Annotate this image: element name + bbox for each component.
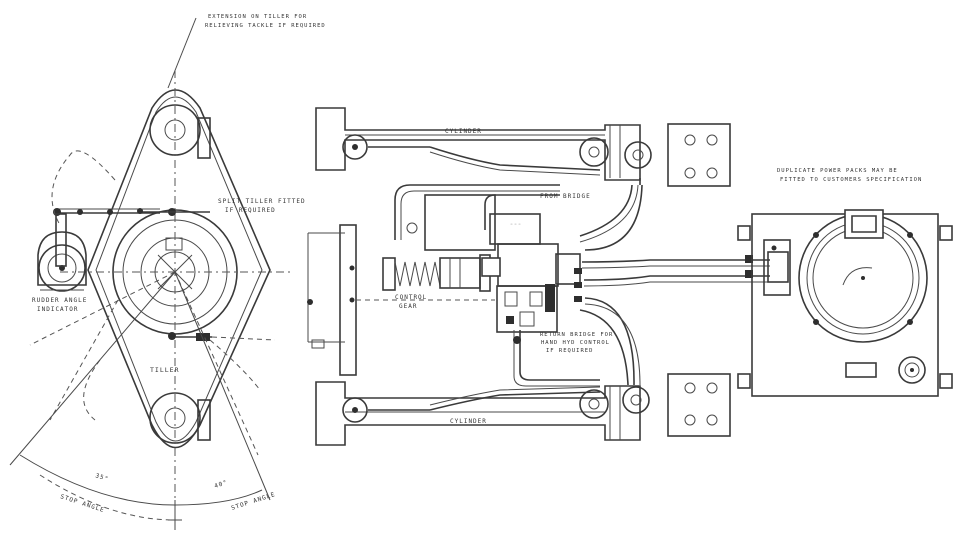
- power-pack-housing: [751, 213, 939, 397]
- tiller-assembly: EXTENSION ON TILLER FOR RELIEVING TACKLE…: [9, 14, 326, 530]
- control-gear: ◦◦◦ CONTROL GEAR: [307, 194, 582, 376]
- rudder-indicator-label-line2: INDICATOR: [37, 306, 79, 313]
- rudder-angle-indicator: RUDDER ANGLE INDICATOR: [32, 213, 87, 313]
- stop-angle-right-value: 40°: [213, 479, 228, 490]
- cylinder-top-label: CYLINDER: [445, 128, 482, 135]
- tiller-label: TILLER: [150, 366, 179, 374]
- from-bridge-label: FROM BRIDGE: [540, 193, 591, 200]
- rudder-indicator-label-line1: RUDDER ANGLE: [32, 297, 87, 304]
- stop-angle-ray-right: [174, 271, 271, 501]
- stop-angle-arc: [19, 454, 263, 506]
- extension-leader-line: [167, 17, 197, 89]
- extension-note-line1: EXTENSION ON TILLER FOR: [208, 14, 307, 20]
- cylinder-bottom-label: CYLINDER: [450, 418, 487, 425]
- control-gear-label-line1: CONTROL: [395, 294, 427, 301]
- hand-control-label-line3: IF REQUIRED: [546, 348, 593, 354]
- extension-note-line2: RELIEVING TACKLE IF REQUIRED: [205, 23, 326, 29]
- hand-control-label-line2: HAND HYD CONTROL: [541, 340, 610, 346]
- stop-angle-right-label: STOP ANGLE: [230, 491, 276, 512]
- duplicate-note-line2: FITTED TO CUSTOMERS SPECIFICATION: [780, 177, 922, 183]
- top-cylinder: CYLINDER: [315, 107, 731, 187]
- power-pack: DUPLICATE POWER PACKS MAY BE FITTED TO C…: [737, 168, 953, 397]
- bottom-cylinder: CYLINDER: [315, 373, 731, 446]
- control-gear-label-line2: GEAR: [399, 303, 417, 310]
- stop-angle-left-label: STOP ANGLE: [59, 493, 105, 514]
- stop-angle-left-value: 35°: [94, 472, 109, 483]
- hydraulic-pipework: FROM BRIDGE RETURN BRIDGE FOR HAND HYD C…: [394, 178, 770, 387]
- stop-angle-ray-left: [9, 271, 176, 466]
- split-tiller-note-line2: IF REQUIRED: [225, 207, 276, 214]
- svg-text:◦◦◦: ◦◦◦: [510, 222, 522, 228]
- split-tiller-note-line1: SPLIT TILLER FITTED: [218, 198, 306, 205]
- hand-control-label-line1: RETURN BRIDGE FOR: [540, 332, 613, 338]
- duplicate-note-line1: DUPLICATE POWER PACKS MAY BE: [777, 168, 898, 174]
